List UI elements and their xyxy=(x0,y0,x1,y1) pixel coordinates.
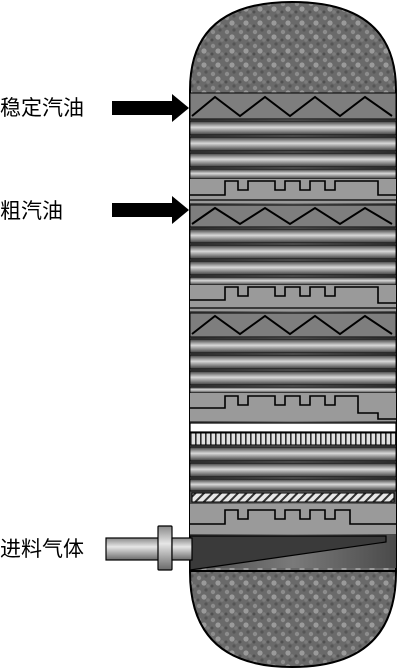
label-crude-gasoline: 粗汽油 xyxy=(0,199,63,223)
label-stable-gasoline: 稳定汽油 xyxy=(0,96,84,120)
shell-bands-4 xyxy=(190,446,396,492)
bubble-cap-tray-icon xyxy=(190,179,396,203)
feed-pipe-icon xyxy=(105,525,193,571)
zigzag-packing-icon xyxy=(191,95,393,118)
zigzag-packing-icon xyxy=(191,314,393,336)
shell-bands-2 xyxy=(190,228,396,286)
column-body xyxy=(190,92,396,572)
bubble-cap-tray-icon xyxy=(190,393,396,421)
shell-bands-1 xyxy=(190,120,396,180)
bubble-cap-tray-icon xyxy=(190,504,396,534)
bubble-cap-tray-icon xyxy=(190,285,396,311)
support-plate xyxy=(190,422,396,433)
distributor-mesh xyxy=(191,492,395,503)
label-feed-gas: 进料气体 xyxy=(0,537,84,561)
right-arrow-icon xyxy=(112,196,189,224)
shell-bands-3 xyxy=(190,338,396,394)
right-arrow-icon xyxy=(112,94,189,122)
feed-distributor-plate xyxy=(190,535,387,571)
zigzag-packing-icon xyxy=(191,206,393,226)
grid-screen xyxy=(190,432,396,446)
